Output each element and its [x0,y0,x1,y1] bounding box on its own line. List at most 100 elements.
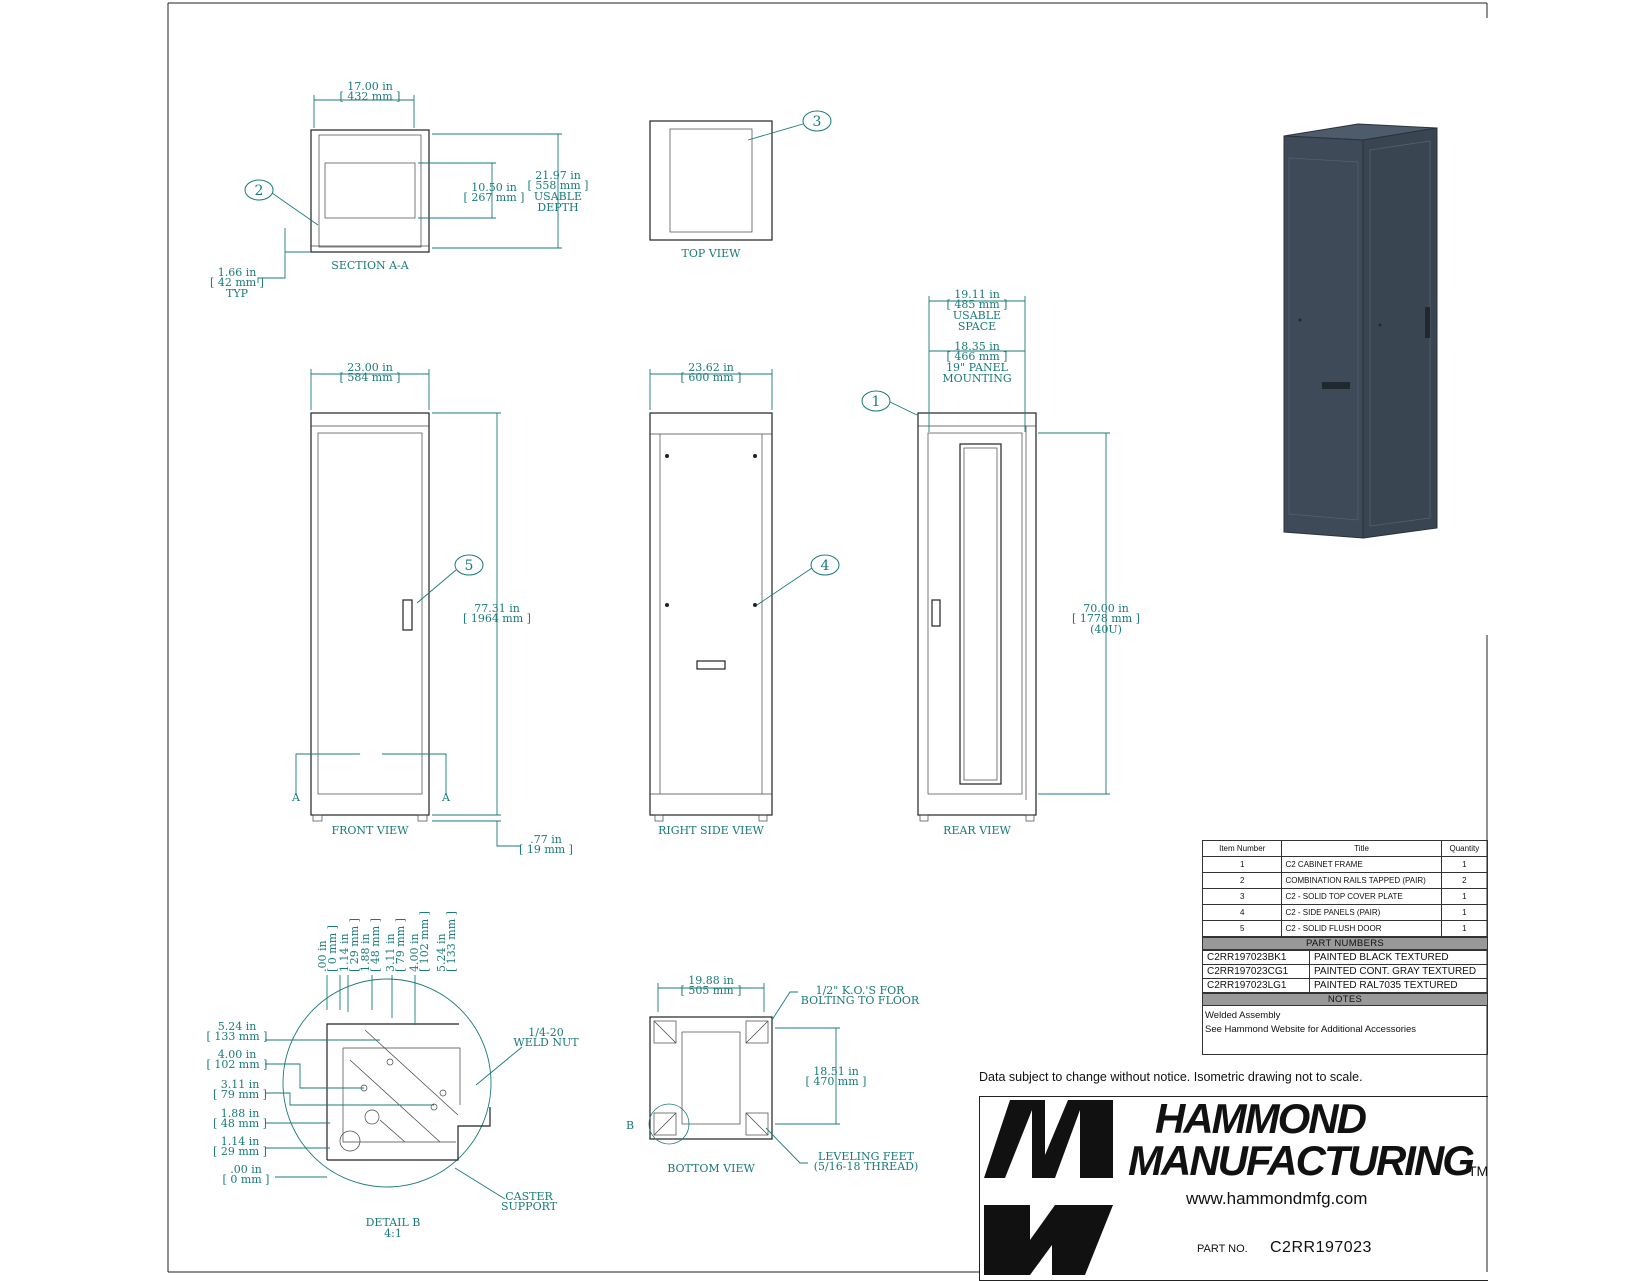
dim-usable-space-in: 19.11 in [954,288,1000,301]
dim-detail-top-3-mm: [ 79 mm ] [394,918,407,972]
front-view: A A FRONT VIEW 23.00 in [ 584 mm ] 77.31… [291,361,573,856]
dim-usable-label: USABLE [953,309,1001,322]
dim-feet-in: .77 in [530,833,562,846]
dim-detail-left-4-in: 1.14 in [221,1135,260,1148]
dim-usable-space-mm: [ 485 mm ] [947,298,1008,311]
trademark-mark: TM [1468,1163,1489,1179]
dim-bottom-width-in: 19.88 in [688,974,734,987]
detail-b-view: .00 in [ 0 mm ] 1.14 in [ 29 mm ] 1.88 i… [207,911,580,1240]
dim-detail-top-5-in: 5.24 in [435,933,448,972]
dim-mounting-label: MOUNTING [942,372,1011,385]
company-website: www.hammondmfg.com [1186,1189,1368,1208]
bom-item: 2 [1201,872,1283,889]
bom-qty: 1 [1440,904,1489,921]
dim-rail-mm: [ 267 mm ] [464,191,525,204]
caster-label: CASTER [505,1190,553,1203]
balloon-5: 5 [465,558,474,574]
part-number: C2RR197023CG1 [1202,964,1310,979]
dim-front-height-in: 77.31 in [474,602,520,615]
part-number: C2RR197023LG1 [1202,978,1310,993]
notes-body: Welded Assembly See Hammond Website for … [1202,1006,1488,1055]
caster-support-label: SUPPORT [501,1200,558,1213]
ko-bolting-label: BOLTING TO FLOOR [801,994,920,1007]
dim-detail-left-5-in: .00 in [230,1163,262,1176]
bom-item: 5 [1201,920,1283,937]
bottom-view-label: BOTTOM VIEW [667,1162,755,1175]
table-row: C2RR197023CG1 PAINTED CONT. GRAY TEXTURE… [1202,964,1488,979]
dim-depth-in: 21.97 in [535,169,581,182]
rear-view: REAR VIEW 19.11 in [ 485 mm ] USABLE SPA… [861,288,1140,837]
right-side-view-label: RIGHT SIDE VIEW [658,824,764,837]
part-finish: PAINTED RAL7035 TEXTURED [1309,978,1488,993]
bom-title: C2 - SOLID TOP COVER PLATE [1281,888,1442,905]
marker-b: B [626,1119,634,1132]
bom-item: 4 [1201,904,1283,921]
dim-detail-left-3-in: 1.88 in [221,1107,260,1120]
dim-rear-height-u: (40U) [1090,623,1122,636]
dim-bottom-depth-in: 18.51 in [813,1065,859,1078]
balloon-3: 3 [813,114,822,130]
dim-detail-top-3-in: 3.11 in [384,933,397,972]
bill-of-materials: Item Number Title Quantity 1 C2 CABINET … [1201,840,1489,1055]
bom-title: C2 - SIDE PANELS (PAIR) [1281,904,1442,921]
dim-space-label: SPACE [958,320,996,333]
top-view: TOP VIEW 3 [649,110,832,260]
rear-view-label: REAR VIEW [943,824,1011,837]
hammond-logo [984,1100,1113,1275]
bom-qty: 1 [1440,856,1489,873]
disclaimer-text: Data subject to change without notice. I… [979,1070,1363,1084]
dim-typ-in: 1.66 in [218,266,257,279]
dim-detail-left-2-in: 3.11 in [221,1078,260,1091]
dim-panel-mm: [ 466 mm ] [947,350,1008,363]
dim-front-width-in: 23.00 in [347,361,393,374]
part-number: C2RR197023BK1 [1202,950,1310,965]
table-row: 2 COMBINATION RAILS TAPPED (PAIR) 2 [1201,872,1489,889]
dim-detail-top-0-mm: [ 0 mm ] [326,925,339,972]
dim-panel-label: 19" PANEL [946,361,1009,374]
bom-item: 1 [1201,856,1283,873]
table-row: 3 C2 - SOLID TOP COVER PLATE 1 [1201,888,1489,905]
marker-a-right: A [441,791,451,804]
feet-label: LEVELING FEET [818,1150,915,1163]
bom-title: COMBINATION RAILS TAPPED (PAIR) [1281,872,1442,889]
dim-detail-top-0-in: .00 in [316,940,329,972]
bom-header-title: Title [1281,840,1442,857]
bom-item: 3 [1201,888,1283,905]
dim-depth-usable: USABLE [534,190,582,203]
dim-detail-left-0-in: 5.24 in [218,1020,257,1033]
note-line: Welded Assembly [1205,1010,1281,1021]
dim-detail-left-1-mm: [ 102 mm ] [207,1058,268,1071]
front-view-label: FRONT VIEW [331,824,409,837]
dim-detail-left-3-mm: [ 48 mm ] [213,1117,267,1130]
bom-table: Item Number Title Quantity 1 C2 CABINET … [1201,840,1489,937]
dim-section-width-mm: [ 432 mm ] [340,90,401,103]
bom-qty: 1 [1440,888,1489,905]
part-numbers-header: PART NUMBERS [1202,937,1488,950]
company-name-line2: MANUFACTURING [1128,1137,1475,1184]
right-side-view: RIGHT SIDE VIEW 23.62 in [ 600 mm ] 4 [649,361,840,837]
section-aa-label: SECTION A-A [331,259,409,272]
part-no-label: PART NO. [1197,1243,1248,1255]
bom-title: C2 CABINET FRAME [1281,856,1442,873]
dim-detail-left-4-mm: [ 29 mm ] [213,1145,267,1158]
table-row: C2RR197023BK1 PAINTED BLACK TEXTURED [1202,950,1488,965]
table-row: 5 C2 - SOLID FLUSH DOOR 1 [1201,920,1489,937]
bom-header-row: Item Number Title Quantity [1201,840,1489,857]
table-row: 1 C2 CABINET FRAME 1 [1201,856,1489,873]
dim-front-width-mm: [ 584 mm ] [340,371,401,384]
dim-bottom-depth-mm: [ 470 mm ] [806,1075,867,1088]
dim-depth-mm: [ 558 mm ] [528,179,589,192]
company-name-line1: HAMMOND [1155,1095,1367,1142]
dim-rail-in: 10.50 in [471,181,517,194]
dim-detail-top-5-mm: [ 133 mm ] [445,911,458,972]
dim-detail-left-0-mm: [ 133 mm ] [207,1030,268,1043]
part-finish: PAINTED BLACK TEXTURED [1309,950,1488,965]
dim-rear-height-mm: [ 1778 mm ] [1072,612,1140,625]
dim-depth-label: DEPTH [537,201,578,214]
table-row: C2RR197023LG1 PAINTED RAL7035 TEXTURED [1202,978,1488,993]
dim-typ-mm: [ 42 mm ] [210,276,264,289]
note-line: See Hammond Website for Additional Acces… [1205,1024,1417,1035]
bom-header-qty: Quantity [1440,840,1489,857]
part-numbers-table: C2RR197023BK1 PAINTED BLACK TEXTURED C2R… [1202,950,1488,993]
